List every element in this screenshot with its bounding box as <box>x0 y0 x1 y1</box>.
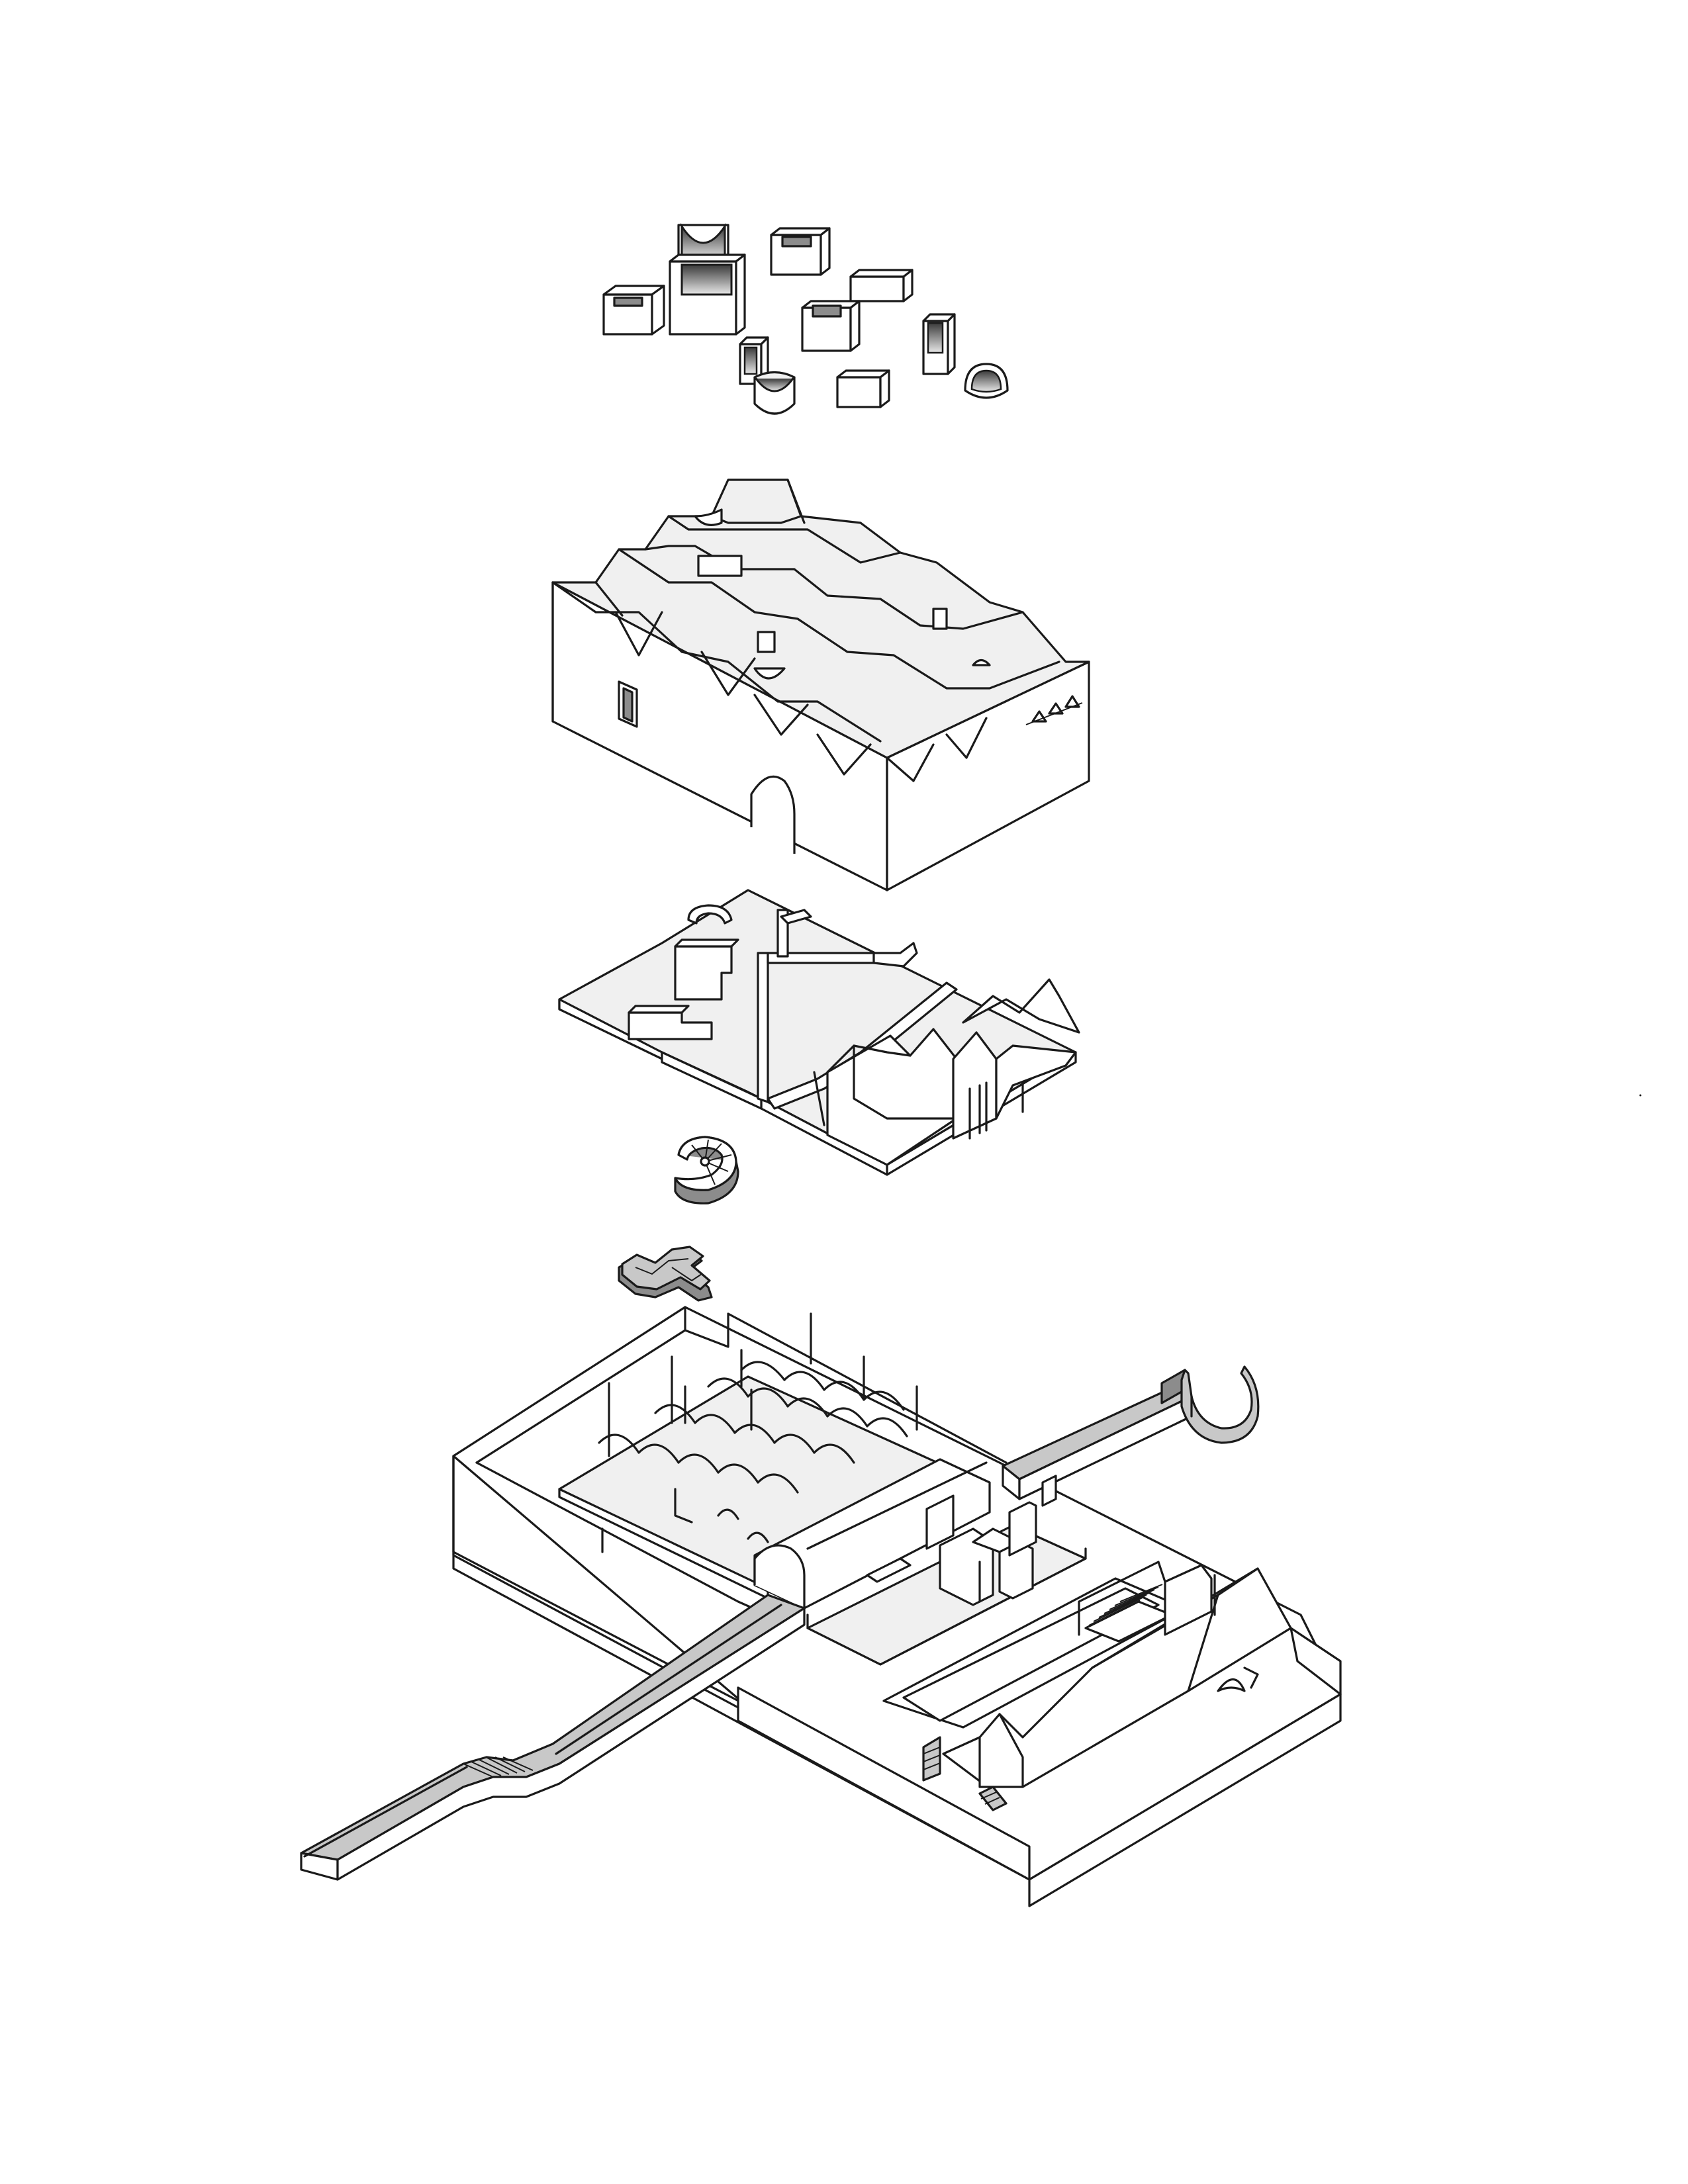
roof-block-arch <box>750 775 796 854</box>
upper-floor-gabled-room <box>826 978 1080 1166</box>
ground-base-side-right <box>1028 1693 1342 1907</box>
roof-block-side-vents <box>1025 695 1083 725</box>
roof-block-skylights <box>694 508 991 680</box>
roof-volume-e <box>801 300 861 352</box>
layer-roof-volumes <box>602 222 1009 415</box>
roof-volume-b <box>669 222 746 336</box>
layer-stair-fragment <box>618 1246 713 1302</box>
roof-block-window <box>618 680 638 728</box>
ground-base-side-front <box>737 1686 1031 1881</box>
rear-bridge <box>1002 1365 1260 1507</box>
layer-sawtooth-roof-block <box>551 478 1090 891</box>
layer-ground-level <box>300 1306 1342 1907</box>
roof-volume-f <box>922 313 956 375</box>
roof-volume-d <box>849 269 914 302</box>
right-courtyard <box>806 1494 1087 1666</box>
entrance-walkway <box>300 1594 806 1881</box>
layer-spiral-stair <box>674 1136 739 1205</box>
roof-volume-a <box>602 285 665 336</box>
central-tunnel <box>753 1458 991 1610</box>
layer-upper-floor-walls <box>558 889 1080 1176</box>
lower-stairs <box>922 1736 1008 1811</box>
upper-floor-wall-segments <box>628 904 958 1126</box>
roof-volume-j <box>964 363 1009 399</box>
roof-volume-h <box>753 371 796 415</box>
roof-volume-i <box>836 369 890 408</box>
stray-mark <box>1639 1094 1642 1097</box>
vault-columns <box>608 1312 918 1457</box>
roof-volume-c <box>770 227 831 276</box>
right-stair <box>1078 1561 1213 1643</box>
